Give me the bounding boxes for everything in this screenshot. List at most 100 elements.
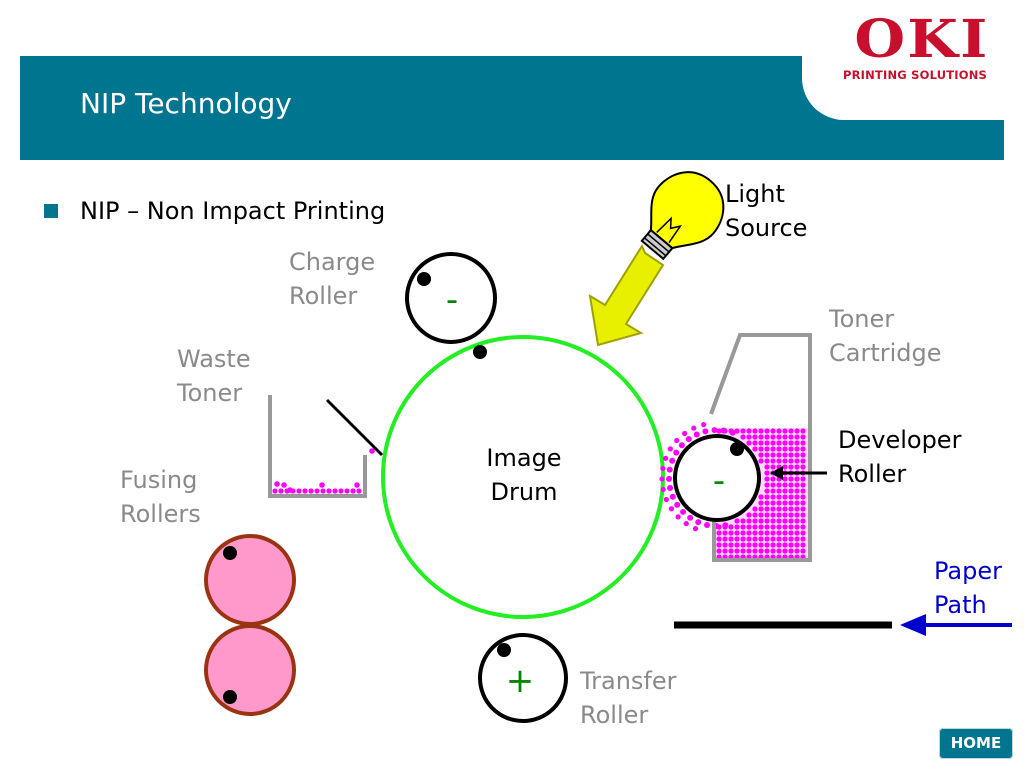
toner-particle (695, 519, 702, 526)
toner-particle (782, 458, 788, 464)
toner-particle (722, 522, 729, 529)
toner-particle (794, 440, 800, 446)
toner-particle (734, 518, 740, 524)
toner-particle (788, 482, 794, 488)
toner-particle (794, 488, 800, 494)
toner-particle (782, 428, 788, 434)
toner-particle (752, 434, 758, 440)
toner-particle (720, 427, 727, 434)
toner-particle (740, 536, 746, 542)
toner-particle (752, 506, 758, 512)
toner-particle (794, 506, 800, 512)
toner-particle (776, 512, 782, 518)
toner-particle (740, 518, 746, 524)
toner-particle (691, 425, 697, 431)
toner-particle (782, 536, 788, 542)
toner-particle (764, 542, 770, 548)
toner-particle (782, 440, 788, 446)
toner-particle (734, 524, 740, 530)
toner-particle (716, 542, 722, 548)
toner-particle (682, 430, 688, 437)
toner-particle (758, 434, 764, 440)
toner-particle (788, 518, 794, 524)
toner-particle (319, 482, 325, 488)
toner-cartridge (709, 333, 812, 562)
toner-particle (734, 542, 740, 548)
toner-particle (782, 494, 788, 500)
toner-particle (776, 446, 782, 452)
toner-particle (776, 458, 782, 464)
toner-particle (794, 476, 800, 482)
toner-particle (782, 500, 788, 506)
toner-particle (722, 542, 728, 548)
toner-particle (746, 548, 752, 554)
toner-particle (716, 530, 722, 536)
toner-particle (800, 452, 806, 458)
toner-particle (770, 530, 776, 536)
toner-particle (776, 518, 782, 524)
toner-particle (764, 446, 770, 452)
toner-particle (788, 452, 794, 458)
toner-particle (782, 488, 788, 494)
toner-particle (764, 512, 770, 518)
toner-particle (704, 521, 711, 528)
toner-particle (770, 506, 776, 512)
toner-particle (663, 496, 669, 503)
toner-particle (320, 488, 326, 494)
toner-particle (770, 500, 776, 506)
toner-particle (758, 458, 764, 464)
toner-particle (701, 422, 707, 428)
toner-particle (740, 548, 746, 554)
paper-path-arrow-head (900, 614, 926, 636)
toner-particle (800, 446, 806, 452)
toner-particle (776, 506, 782, 512)
toner-particle (794, 446, 800, 452)
toner-particle (729, 429, 736, 436)
toner-particle (675, 514, 681, 520)
toner-particle (740, 542, 746, 548)
toner-particle (788, 506, 794, 512)
toner-particle (685, 436, 692, 443)
toner-particle (740, 428, 746, 434)
toner-particle (746, 524, 752, 530)
toner-particle (764, 434, 770, 440)
toner-particle (693, 431, 700, 438)
toner-particle (800, 536, 806, 542)
toner-particle (740, 524, 746, 530)
toner-particle (752, 536, 758, 542)
toner-particle (776, 440, 782, 446)
toner-particle (350, 488, 356, 494)
toner-particle (752, 548, 758, 554)
toner-particle (746, 530, 752, 536)
toner-particle (794, 530, 800, 536)
fusing-roller-bottom-dot (223, 690, 237, 704)
toner-particle (788, 428, 794, 434)
toner-particle (782, 548, 788, 554)
toner-particle (782, 482, 788, 488)
toner-particle (716, 548, 722, 554)
fusing-roller-bottom (204, 624, 296, 716)
toner-particle (800, 434, 806, 440)
home-button[interactable]: HOME (939, 728, 1013, 759)
toner-particle (788, 476, 794, 482)
toner-particle (776, 434, 782, 440)
toner-particle (788, 458, 794, 464)
toner-particle (800, 494, 806, 500)
toner-particle (746, 434, 752, 440)
toner-particle (794, 548, 800, 554)
toner-particle (702, 428, 709, 435)
toner-particle (788, 440, 794, 446)
toner-particle (764, 440, 770, 446)
toner-particle (660, 465, 666, 472)
logo-subtitle: PRINTING SOLUTIONS (842, 68, 988, 82)
toner-particle (800, 458, 806, 464)
toner-particle (776, 548, 782, 554)
toner-particle (764, 506, 770, 512)
toner-particle (800, 476, 806, 482)
toner-particle (782, 518, 788, 524)
